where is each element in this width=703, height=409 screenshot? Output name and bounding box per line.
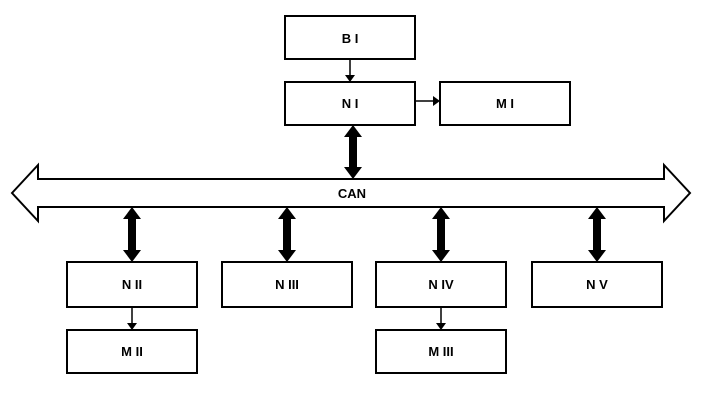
can-bus-label: CAN xyxy=(338,186,366,201)
node-mii-label: M II xyxy=(121,344,143,359)
node-nv: N V xyxy=(531,261,663,308)
can-bus xyxy=(10,162,692,224)
node-niii-label: N III xyxy=(275,277,299,292)
node-bi: B I xyxy=(284,15,416,60)
node-niii: N III xyxy=(221,261,353,308)
node-mi: M I xyxy=(439,81,571,126)
node-nii: N II xyxy=(66,261,198,308)
node-ni: N I xyxy=(284,81,416,126)
nii-to-mii-arrow xyxy=(127,307,137,330)
nii-can-arrow xyxy=(123,207,141,262)
ni-can-arrow xyxy=(344,125,362,179)
node-nii-label: N II xyxy=(122,277,142,292)
node-mii: M II xyxy=(66,329,198,374)
node-bi-label: B I xyxy=(342,31,359,46)
node-mi-label: M I xyxy=(496,96,514,111)
niv-can-arrow xyxy=(432,207,450,262)
nv-can-arrow xyxy=(588,207,606,262)
node-niv: N IV xyxy=(375,261,507,308)
niii-can-arrow xyxy=(278,207,296,262)
node-ni-label: N I xyxy=(342,96,359,111)
node-niv-label: N IV xyxy=(428,277,454,292)
node-nv-label: N V xyxy=(586,277,608,292)
ni-to-mi-arrow xyxy=(415,96,440,106)
node-miii: M III xyxy=(375,329,507,374)
node-miii-label: M III xyxy=(428,344,453,359)
bi-to-ni-arrow xyxy=(345,59,355,82)
niv-to-miii-arrow xyxy=(436,307,446,330)
